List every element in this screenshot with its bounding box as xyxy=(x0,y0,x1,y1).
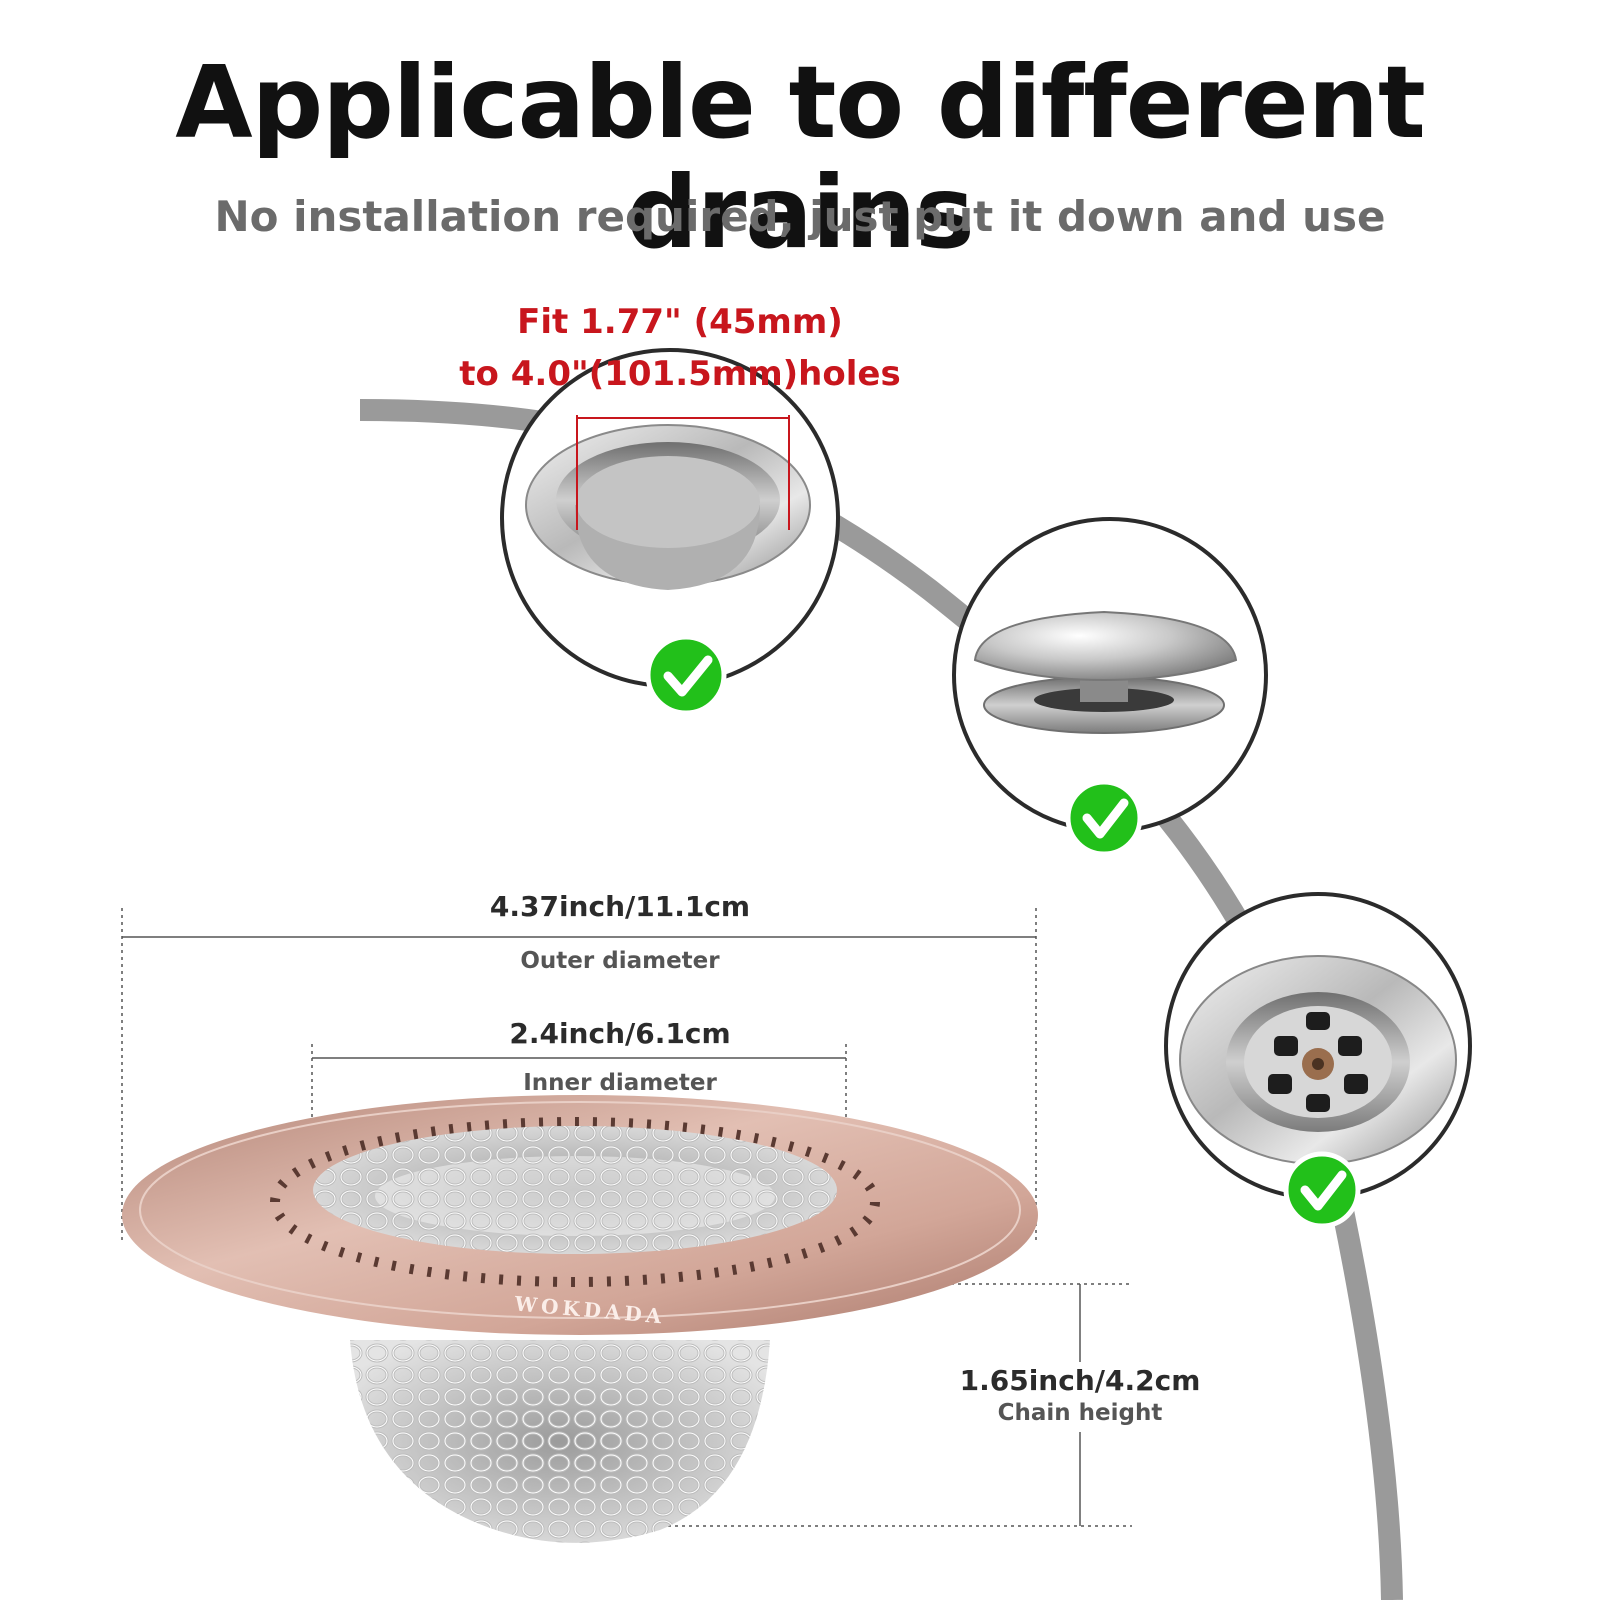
chain-height-caption: Chain height xyxy=(997,1400,1163,1426)
inner-diameter-caption: Inner diameter xyxy=(523,1070,717,1096)
check-icon xyxy=(645,634,727,716)
drain-circle-grate xyxy=(1164,892,1472,1200)
outer-diameter-guide xyxy=(121,908,1037,1240)
inner-diameter-value: 2.4inch/6.1cm xyxy=(509,1017,731,1050)
page-title: Applicable to different drains xyxy=(175,44,1426,271)
fit-range-line2: to 4.0"(101.5mm)holes xyxy=(459,354,901,394)
inner-diameter-guide xyxy=(311,1044,847,1130)
check-icon xyxy=(1065,779,1143,857)
outer-diameter-caption: Outer diameter xyxy=(520,948,720,974)
drain-circle-flange xyxy=(500,348,840,688)
page-subtitle: No installation required, just put it do… xyxy=(214,192,1386,241)
strainer-product xyxy=(122,1095,1038,1543)
outer-diameter-value: 4.37inch/11.1cm xyxy=(489,890,751,923)
check-icon xyxy=(1283,1151,1361,1229)
fit-range-line1: Fit 1.77" (45mm) xyxy=(517,302,843,342)
drain-circle-popup xyxy=(952,517,1268,833)
chain-height-guide xyxy=(612,1283,1132,1527)
chain-height-value: 1.65inch/4.2cm xyxy=(959,1364,1201,1397)
